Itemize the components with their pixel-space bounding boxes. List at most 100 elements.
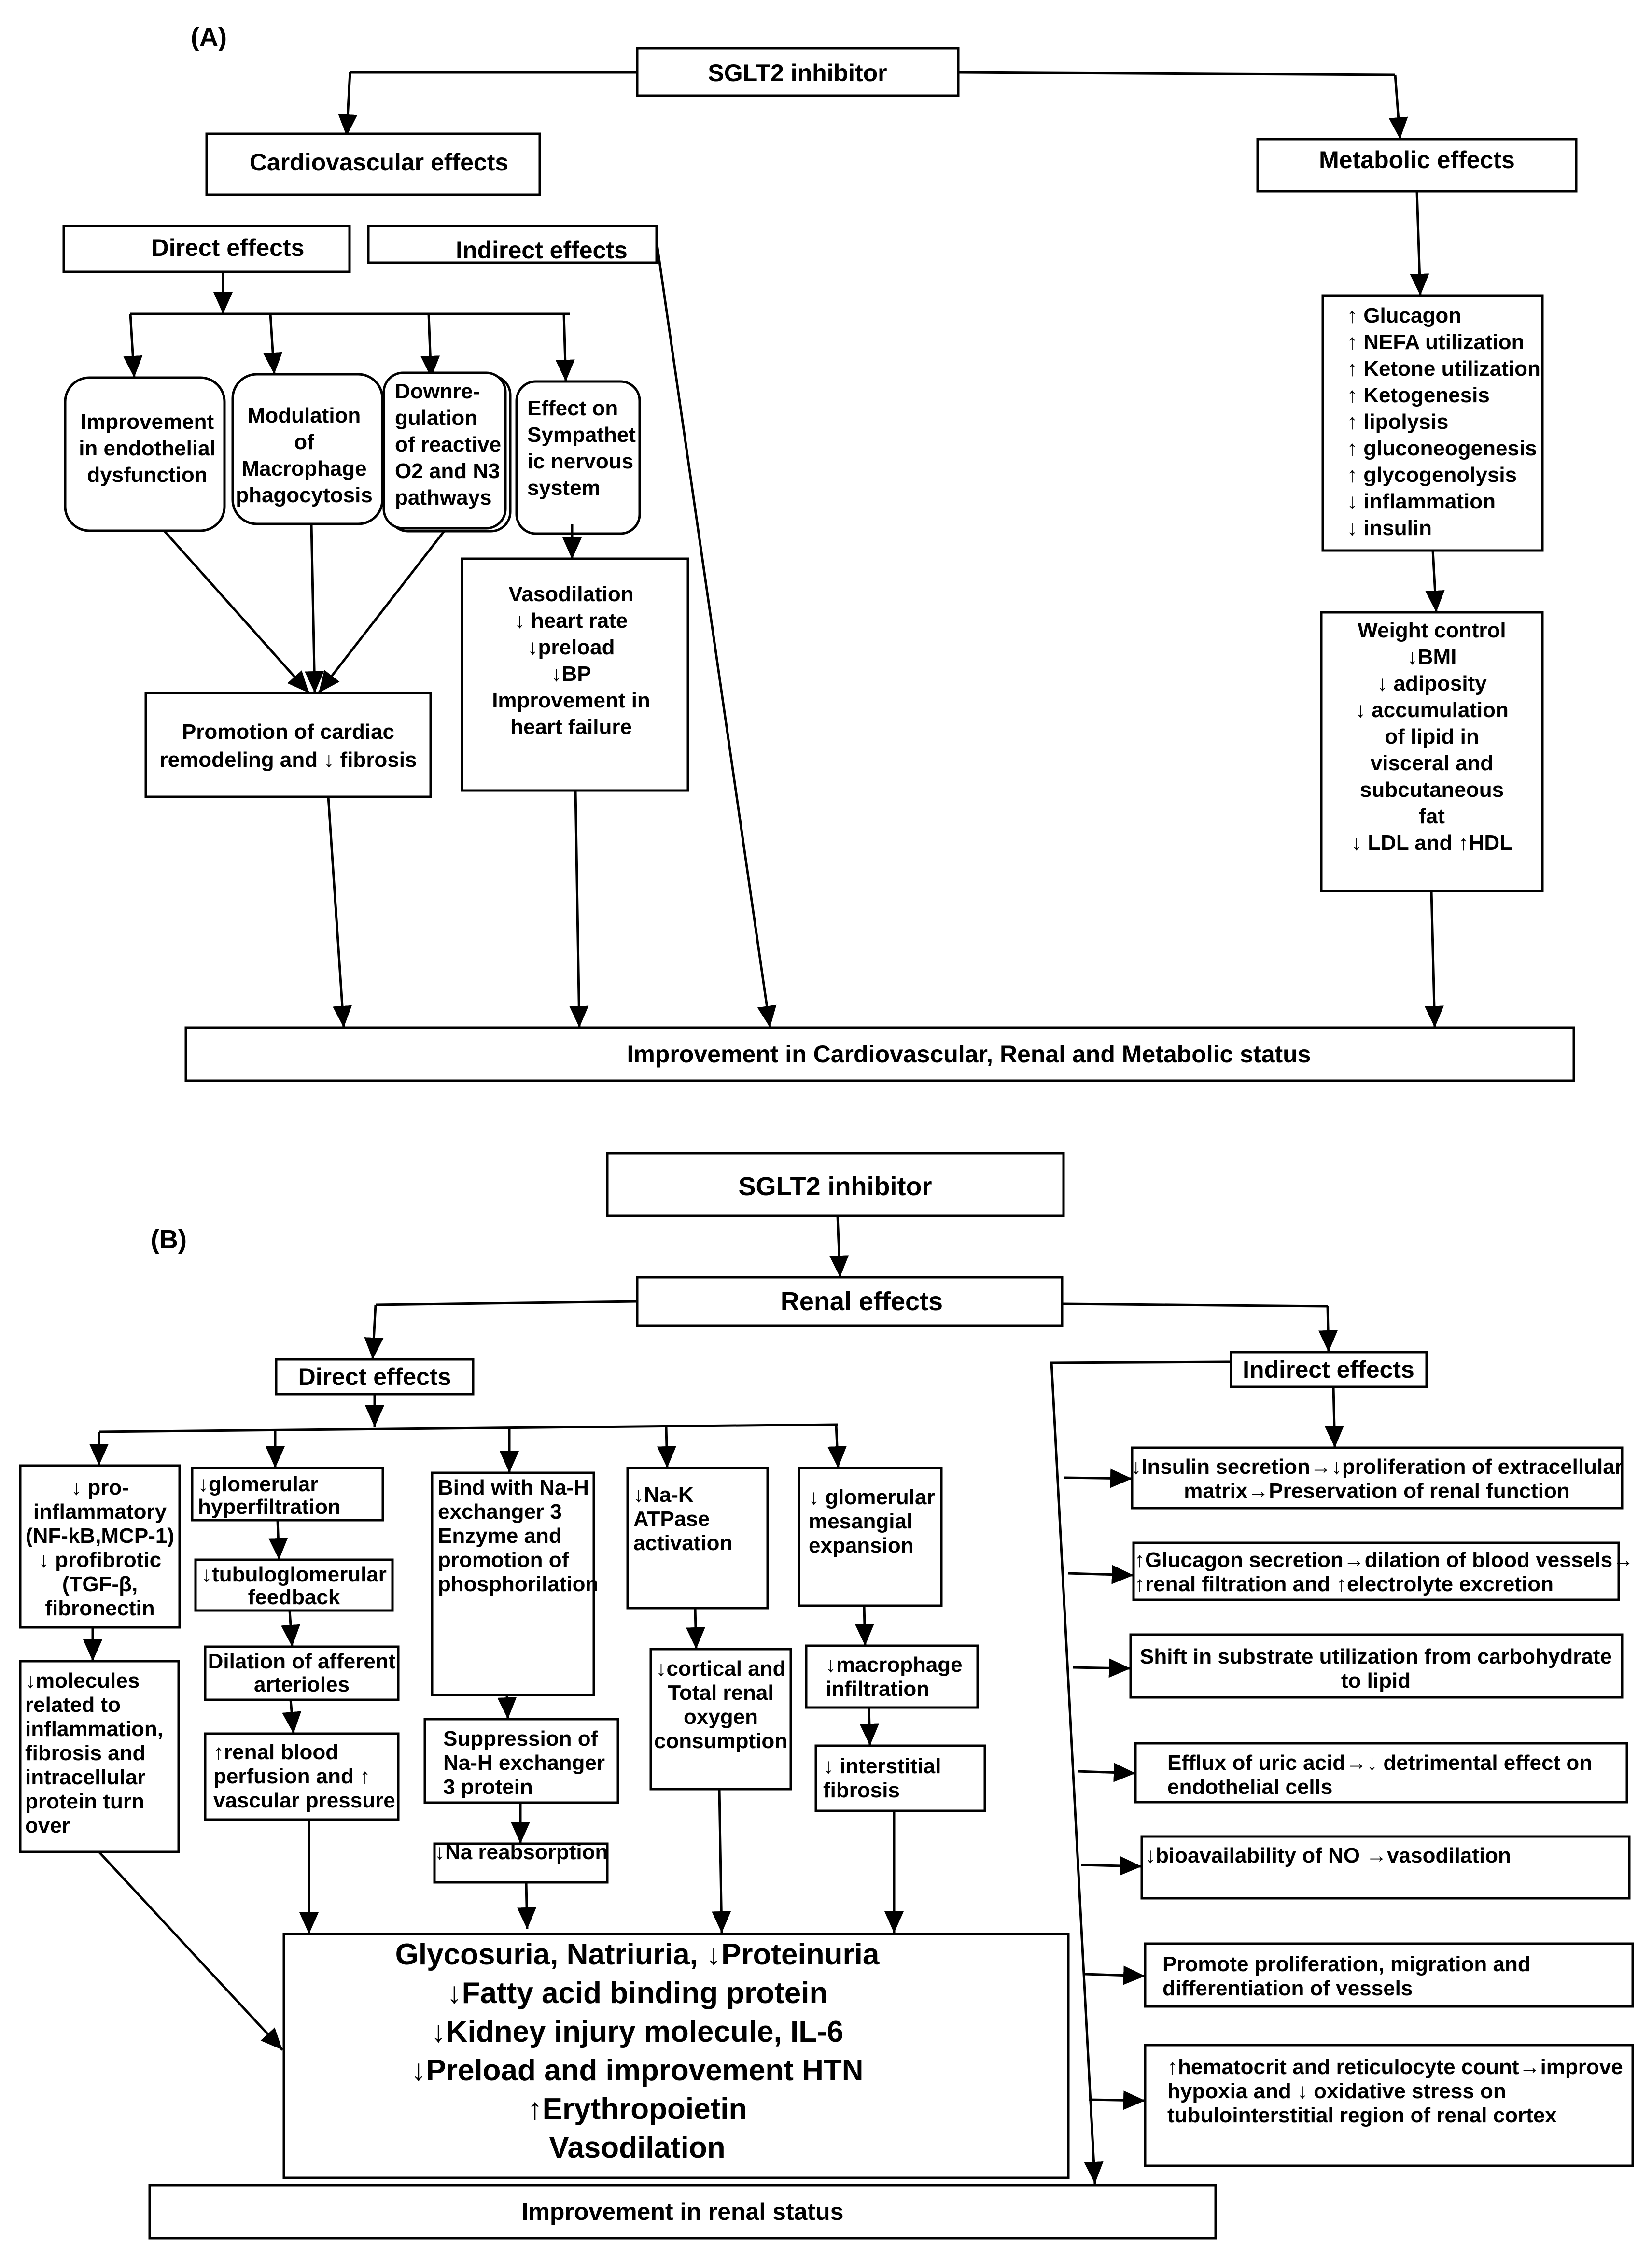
svg-text:↓ pro-: ↓ pro- bbox=[71, 1476, 129, 1499]
svg-text:in endothelial: in endothelial bbox=[79, 437, 216, 460]
svg-text:↓glomerular: ↓glomerular bbox=[198, 1472, 318, 1496]
svg-text:subcutaneous: subcutaneous bbox=[1360, 778, 1504, 802]
b-arrow-to-direct bbox=[364, 1304, 384, 1360]
svg-text:↑renal blood: ↑renal blood bbox=[213, 1740, 338, 1764]
svg-text:↓ heart rate: ↓ heart rate bbox=[515, 609, 628, 633]
svg-text:Indirect effects: Indirect effects bbox=[456, 237, 628, 264]
svg-text:fibronectin: fibronectin bbox=[45, 1596, 154, 1620]
b-arrow-indirect-down bbox=[1324, 1386, 1344, 1448]
a-macrophage-node: Modulation of Macrophage phagocytosis bbox=[231, 373, 384, 525]
svg-text:related to: related to bbox=[25, 1693, 121, 1717]
b-arrow-ind-4 bbox=[1077, 1763, 1136, 1782]
a-arrow-remodel-outcome bbox=[327, 796, 352, 1028]
b-indirect-spine bbox=[1050, 1360, 1232, 2184]
svg-text:Improvement: Improvement bbox=[81, 410, 214, 434]
b-mesangial-node: ↓ glomerular mesangial expansion bbox=[798, 1467, 943, 1607]
b-ind-5-node: ↓bioavailability of NO →vasodilation bbox=[1140, 1835, 1631, 1900]
svg-text:↓ LDL and ↑HDL: ↓ LDL and ↑HDL bbox=[1351, 831, 1512, 855]
a-arrow-to-metabolic bbox=[1388, 74, 1408, 140]
a-downregulation-node: Downre- gulation of reactive O2 and N3 p… bbox=[382, 371, 512, 533]
svg-text:Direct effects: Direct effects bbox=[298, 1363, 451, 1390]
svg-text:SGLT2 inhibitor: SGLT2 inhibitor bbox=[739, 1172, 932, 1201]
b-cortical-node: ↓cortical and Total renal oxygen consump… bbox=[649, 1648, 792, 1791]
svg-text:infiltration: infiltration bbox=[826, 1677, 929, 1701]
svg-text:intracellular: intracellular bbox=[25, 1765, 145, 1789]
a-sglt2-right-line bbox=[958, 71, 1396, 76]
b-arrow-to-mesangial bbox=[827, 1424, 847, 1468]
b-interstitial-node: ↓ interstitial fibrosis bbox=[814, 1744, 986, 1812]
b-tubulo-node: ↓tubuloglomerular feedback bbox=[194, 1558, 394, 1612]
svg-text:↑ Ketogenesis: ↑ Ketogenesis bbox=[1347, 383, 1490, 407]
b-arrow-macro-interstitial bbox=[859, 1707, 879, 1746]
svg-text:Weight control: Weight control bbox=[1358, 619, 1506, 642]
svg-text:exchanger 3: exchanger 3 bbox=[438, 1500, 562, 1524]
svg-text:↑ Ketone utilization: ↑ Ketone utilization bbox=[1347, 357, 1540, 381]
b-arrow-molecules-outcome bbox=[98, 1851, 283, 2051]
a-arrow-macrophage-remodel bbox=[305, 523, 324, 693]
svg-text:remodeling and ↓ fibrosis: remodeling and ↓ fibrosis bbox=[160, 748, 417, 772]
svg-text:endothelial cells: endothelial cells bbox=[1167, 1775, 1332, 1799]
a-arrow-endothelial-remodel bbox=[163, 530, 310, 694]
b-arrow-ind-1 bbox=[1064, 1468, 1133, 1488]
svg-text:gulation: gulation bbox=[395, 406, 477, 430]
svg-text:↓Fatty acid binding protein: ↓Fatty acid binding protein bbox=[447, 1977, 828, 2010]
a-remodeling-node: Promotion of cardiac remodeling and ↓ fi… bbox=[144, 692, 432, 798]
svg-text:over: over bbox=[25, 1814, 70, 1837]
b-ind-7-node: ↑hematocrit and reticulocyte count→impro… bbox=[1144, 2044, 1634, 2167]
svg-text:Improvement in: Improvement in bbox=[492, 689, 650, 712]
panel-a: (A) SGLT2 inhibitor Cardiovascular effec… bbox=[62, 23, 1578, 1082]
svg-text:↓ inflammation: ↓ inflammation bbox=[1347, 490, 1496, 513]
b-arrow-mesangial-macro bbox=[854, 1605, 874, 1646]
b-arrow-ind-2 bbox=[1067, 1565, 1134, 1584]
svg-text:Renal effects: Renal effects bbox=[781, 1287, 943, 1316]
svg-text:↑Glucagon secretion→dilation o: ↑Glucagon secretion→dilation of blood ve… bbox=[1134, 1548, 1634, 1572]
b-arrow-na-reabs-outcome bbox=[517, 1882, 537, 1930]
svg-text:of lipid in: of lipid in bbox=[1385, 725, 1479, 748]
svg-text:to lipid: to lipid bbox=[1341, 1669, 1411, 1693]
svg-text:protein turn: protein turn bbox=[25, 1790, 144, 1813]
svg-text:fat: fat bbox=[1419, 805, 1445, 828]
svg-text:phagocytosis: phagocytosis bbox=[236, 483, 373, 507]
svg-text:activation: activation bbox=[633, 1531, 732, 1555]
svg-text:↑ lipolysis: ↑ lipolysis bbox=[1347, 410, 1448, 434]
b-arrow-nah-supp bbox=[497, 1694, 517, 1720]
a-outcome-node: Improvement in Cardiovascular, Renal and… bbox=[184, 1026, 1575, 1082]
svg-text:matrix→Preservation of renal f: matrix→Preservation of renal function bbox=[1184, 1479, 1570, 1503]
b-ind-6-node: Promote proliferation, migration and dif… bbox=[1144, 1942, 1634, 2008]
b-nak-node: ↓Na-K ATPase activation bbox=[626, 1467, 769, 1610]
svg-text:Dilation of afferent: Dilation of afferent bbox=[208, 1650, 396, 1673]
a-indirect-node: Indirect effects bbox=[367, 225, 658, 264]
b-renal-right-line bbox=[1062, 1302, 1328, 1308]
a-weight-node: Weight control ↓BMI ↓ adiposity ↓ accumu… bbox=[1320, 611, 1544, 892]
b-molecules-node: ↓molecules related to inflammation, fibr… bbox=[19, 1660, 180, 1853]
b-nah-supp-node: Suppression of Na-H exchanger 3 protein bbox=[423, 1718, 619, 1804]
b-dilation-node: Dilation of afferent arterioles bbox=[204, 1645, 400, 1701]
svg-text:ic nervous: ic nervous bbox=[527, 450, 633, 473]
svg-text:↑renal filtration and ↑electro: ↑renal filtration and ↑electrolyte excre… bbox=[1134, 1572, 1554, 1596]
svg-text:Sympathet: Sympathet bbox=[527, 423, 636, 447]
svg-text:vascular pressure: vascular pressure bbox=[213, 1789, 395, 1812]
b-direct-branch-line bbox=[98, 1423, 838, 1433]
svg-text:fibrosis and: fibrosis and bbox=[25, 1741, 145, 1765]
b-arrow-ind-3 bbox=[1072, 1658, 1131, 1678]
a-arrow-to-endothelial bbox=[123, 313, 143, 378]
svg-text:Cardiovascular effects: Cardiovascular effects bbox=[250, 149, 508, 176]
b-arrow-glom-tubulo bbox=[268, 1520, 288, 1560]
svg-text:inflammation,: inflammation, bbox=[25, 1717, 163, 1741]
svg-text:↑ gluconeogenesis: ↑ gluconeogenesis bbox=[1347, 437, 1537, 460]
a-endothelial-node: Improvement in endothelial dysfunction bbox=[64, 376, 226, 532]
b-indirect-node: Indirect effects bbox=[1230, 1351, 1428, 1388]
b-arrow-tubulo-dilation bbox=[281, 1610, 300, 1647]
svg-text:Shift in substrate utilization: Shift in substrate utilization from carb… bbox=[1140, 1645, 1612, 1668]
svg-text:Direct effects: Direct effects bbox=[152, 234, 305, 261]
svg-text:↓Kidney injury molecule, IL-6: ↓Kidney injury molecule, IL-6 bbox=[431, 2015, 843, 2048]
svg-text:↓macrophage: ↓macrophage bbox=[826, 1653, 963, 1677]
svg-text:Modulation: Modulation bbox=[248, 404, 361, 427]
svg-text:tubulointerstitial region of r: tubulointerstitial region of renal corte… bbox=[1167, 2104, 1557, 2127]
svg-text:↓ adiposity: ↓ adiposity bbox=[1377, 672, 1487, 695]
svg-text:↓preload: ↓preload bbox=[528, 635, 615, 659]
svg-text:expansion: expansion bbox=[809, 1534, 914, 1557]
svg-text:Suppression of: Suppression of bbox=[443, 1727, 598, 1751]
svg-text:phosphorilation: phosphorilation bbox=[438, 1572, 598, 1596]
